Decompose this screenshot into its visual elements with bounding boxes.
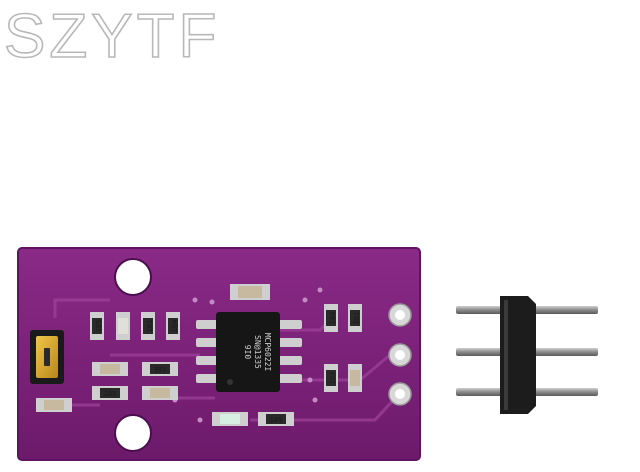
smd-label-6: 105: [270, 416, 283, 424]
smd-label-4: 105: [104, 390, 117, 398]
smd-label-3: 104: [329, 312, 337, 325]
mounting-hole-bottom: [114, 414, 152, 452]
smd-label-1: 101: [146, 320, 154, 333]
chip-marking-line3: 9I0: [243, 345, 252, 360]
brand-logo: SZYTF: [3, 1, 221, 72]
opamp-chip: MCP6022I SN@1335 9I0: [196, 312, 302, 392]
smd-components: 105 101 104 391: [36, 284, 362, 426]
smd-label-5: 103: [329, 372, 337, 385]
smd-label-8: 201: [353, 312, 361, 325]
mems-microphone: [30, 330, 64, 384]
pin-header: [456, 296, 598, 414]
power-led: [212, 412, 248, 426]
smd-label-2: 104: [171, 320, 179, 333]
smd-label-7: 391: [154, 366, 167, 374]
chip-marking-line2: SN@1335: [253, 335, 262, 369]
header-pads: [388, 303, 412, 406]
smd-label-0: 105: [95, 320, 103, 333]
mounting-hole-top: [114, 258, 152, 296]
chip-marking-line1: MCP6022I: [263, 333, 272, 372]
